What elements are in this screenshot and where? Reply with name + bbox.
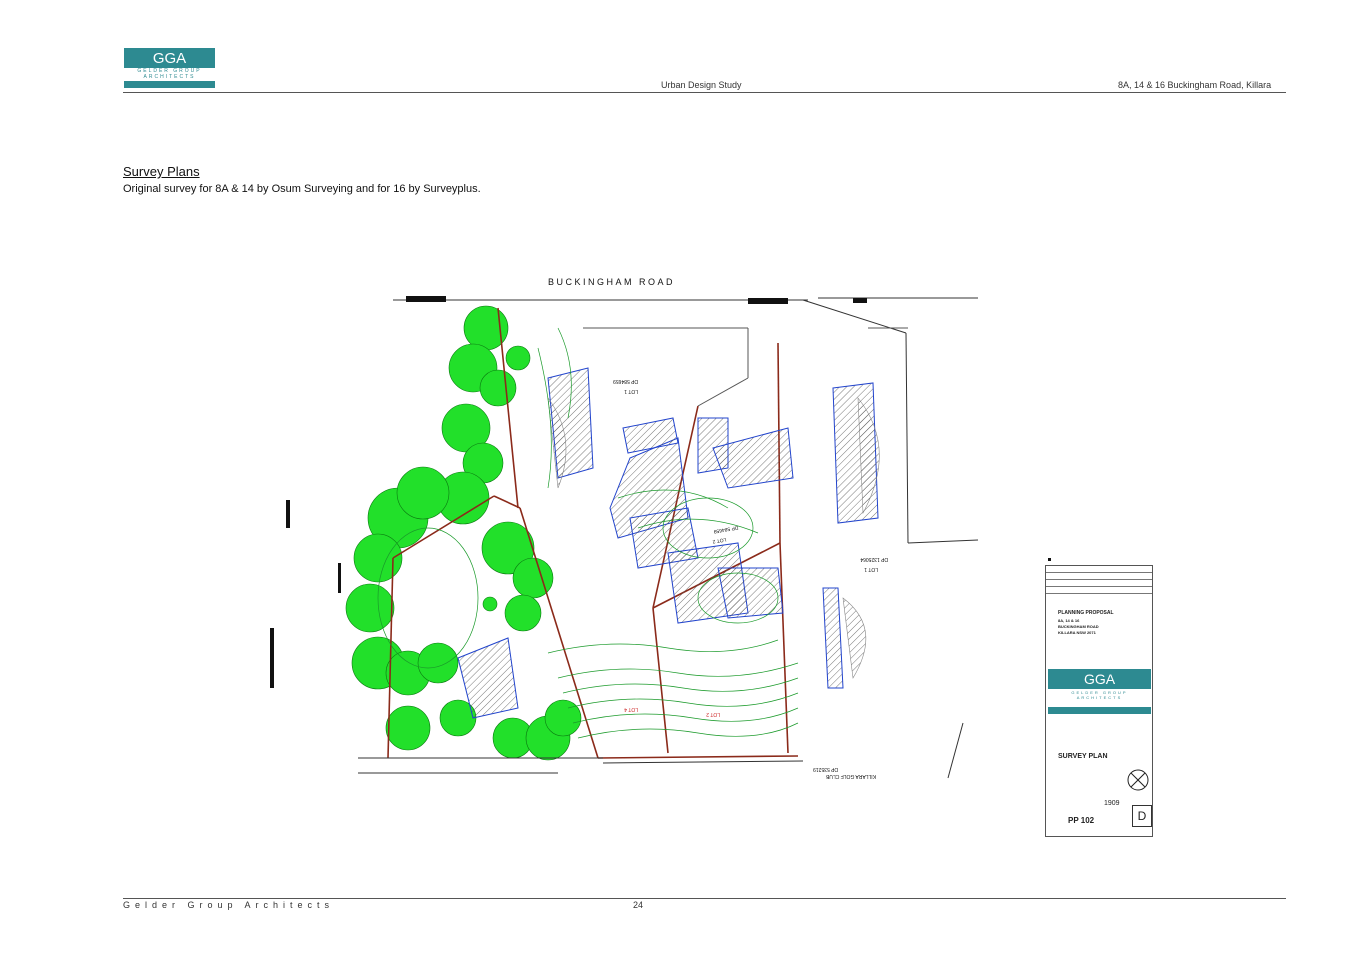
title-block: PLANNING PROPOSAL 8A, 14 & 16 BUCKINGHAM… xyxy=(1045,565,1153,837)
section-title: Survey Plans xyxy=(123,164,200,179)
survey-annotations xyxy=(270,296,1051,688)
project-line: 8A, 14 & 16 xyxy=(1058,618,1080,623)
road-label: BUCKINGHAM ROAD xyxy=(548,277,675,287)
lot-dp-1: DP 584659 xyxy=(613,378,638,384)
project-heading: PLANNING PROPOSAL xyxy=(1058,610,1114,616)
lot-line xyxy=(583,327,908,407)
revision-row xyxy=(1046,587,1152,594)
page-number: 24 xyxy=(633,900,644,910)
title-block-logo-sub: GELDER GROUP ARCHITECTS xyxy=(1071,690,1128,700)
lot-label-3: LOT 1 xyxy=(864,566,878,572)
lot-dp-2: DP 584659 xyxy=(713,524,739,534)
project-address: 8A, 14 & 16 BUCKINGHAM ROAD KILLARA NSW … xyxy=(1058,618,1099,636)
survey-plan-drawing: BUCKINGHAM ROAD xyxy=(270,277,1051,779)
drawing-title: SURVEY PLAN xyxy=(1058,753,1108,760)
footer-company: Gelder Group Architects xyxy=(123,900,335,910)
lot-dp-3: DP 1325064 xyxy=(860,556,888,562)
project-line: BUCKINGHAM ROAD xyxy=(1058,624,1099,629)
drawing-number: PP 102 xyxy=(1068,816,1095,825)
title-block-logo: GGA xyxy=(1048,669,1151,689)
rear-boundary xyxy=(358,722,964,779)
gga-logo: GGA GELDER GROUP ARCHITECTS xyxy=(124,48,215,89)
section-subtitle: Original survey for 8A & 14 by Osum Surv… xyxy=(123,183,481,195)
tree-canopies xyxy=(345,305,582,761)
contour-lines xyxy=(377,327,799,739)
logo-bar xyxy=(124,81,215,88)
lot-label-2: LOT 2 xyxy=(712,536,727,544)
footer-divider xyxy=(123,898,1286,899)
title-block-logo-bar xyxy=(1048,707,1151,714)
logo-text: GGA xyxy=(124,48,215,68)
lot-label-4: LOT 4 xyxy=(624,706,638,712)
header-document-title: Urban Design Study xyxy=(661,80,742,90)
golf-club-label: KILLARA GOLF CLUB xyxy=(825,773,876,779)
revision-row xyxy=(1046,573,1152,580)
property-boundaries xyxy=(387,307,799,759)
hatched-canopies xyxy=(547,396,880,679)
revision-letter: D xyxy=(1132,805,1152,827)
job-number: 1909 xyxy=(1104,800,1120,807)
header-divider xyxy=(123,92,1286,93)
header-address: 8A, 14 & 16 Buckingham Road, Killara xyxy=(1118,80,1272,90)
lot-label-1: LOT 1 xyxy=(624,388,638,394)
north-arrow-icon xyxy=(1127,769,1149,791)
revision-row xyxy=(1046,566,1152,573)
project-line: KILLARA NSW 2071 xyxy=(1058,630,1096,635)
logo-subtext: GELDER GROUP ARCHITECTS xyxy=(124,68,215,81)
road-edges xyxy=(393,297,979,544)
lot-label-5: LOT 2 xyxy=(706,711,720,717)
revision-row xyxy=(1046,580,1152,587)
golf-club-dp: DP 535219 xyxy=(813,766,838,772)
